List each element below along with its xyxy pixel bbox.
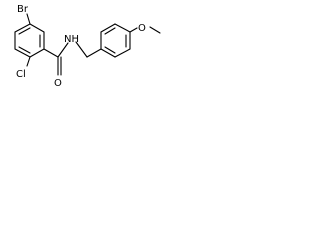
amide-group [43,42,69,76]
bond [114,48,131,58]
atom-label-cl: Cl [16,69,26,80]
aromatic-inner-bond [104,27,116,35]
bond-n-ch2 [75,41,88,58]
bond-o-methyl [149,26,161,34]
atom-label-br: Br [17,4,29,15]
bond-ring-o-methoxy [129,27,138,33]
bond-ch2-ring [86,48,102,58]
bond [100,23,116,33]
bond-carbonyl-n [57,42,69,58]
bond [29,48,45,58]
right-benzene-ring [86,23,131,58]
bond [29,23,45,33]
atom-label-nh: NH [64,34,79,45]
bond [114,23,131,33]
bond-c-br [26,13,31,25]
aromatic-inner-bond [18,46,31,54]
aromatic-inner-bond [104,46,116,54]
left-benzene-ring [14,23,45,58]
bond [14,48,31,58]
atom-label-carbonyl-o: O [54,78,62,89]
bond-c-cl [26,56,31,67]
atom-label-methoxy-o: O [138,23,146,34]
bond [100,48,116,58]
bond [14,23,31,33]
aromatic-inner-bond [18,27,31,35]
bond-ring-carbonyl [43,48,59,58]
chemical-structure: Br Cl O NH O [14,4,161,89]
